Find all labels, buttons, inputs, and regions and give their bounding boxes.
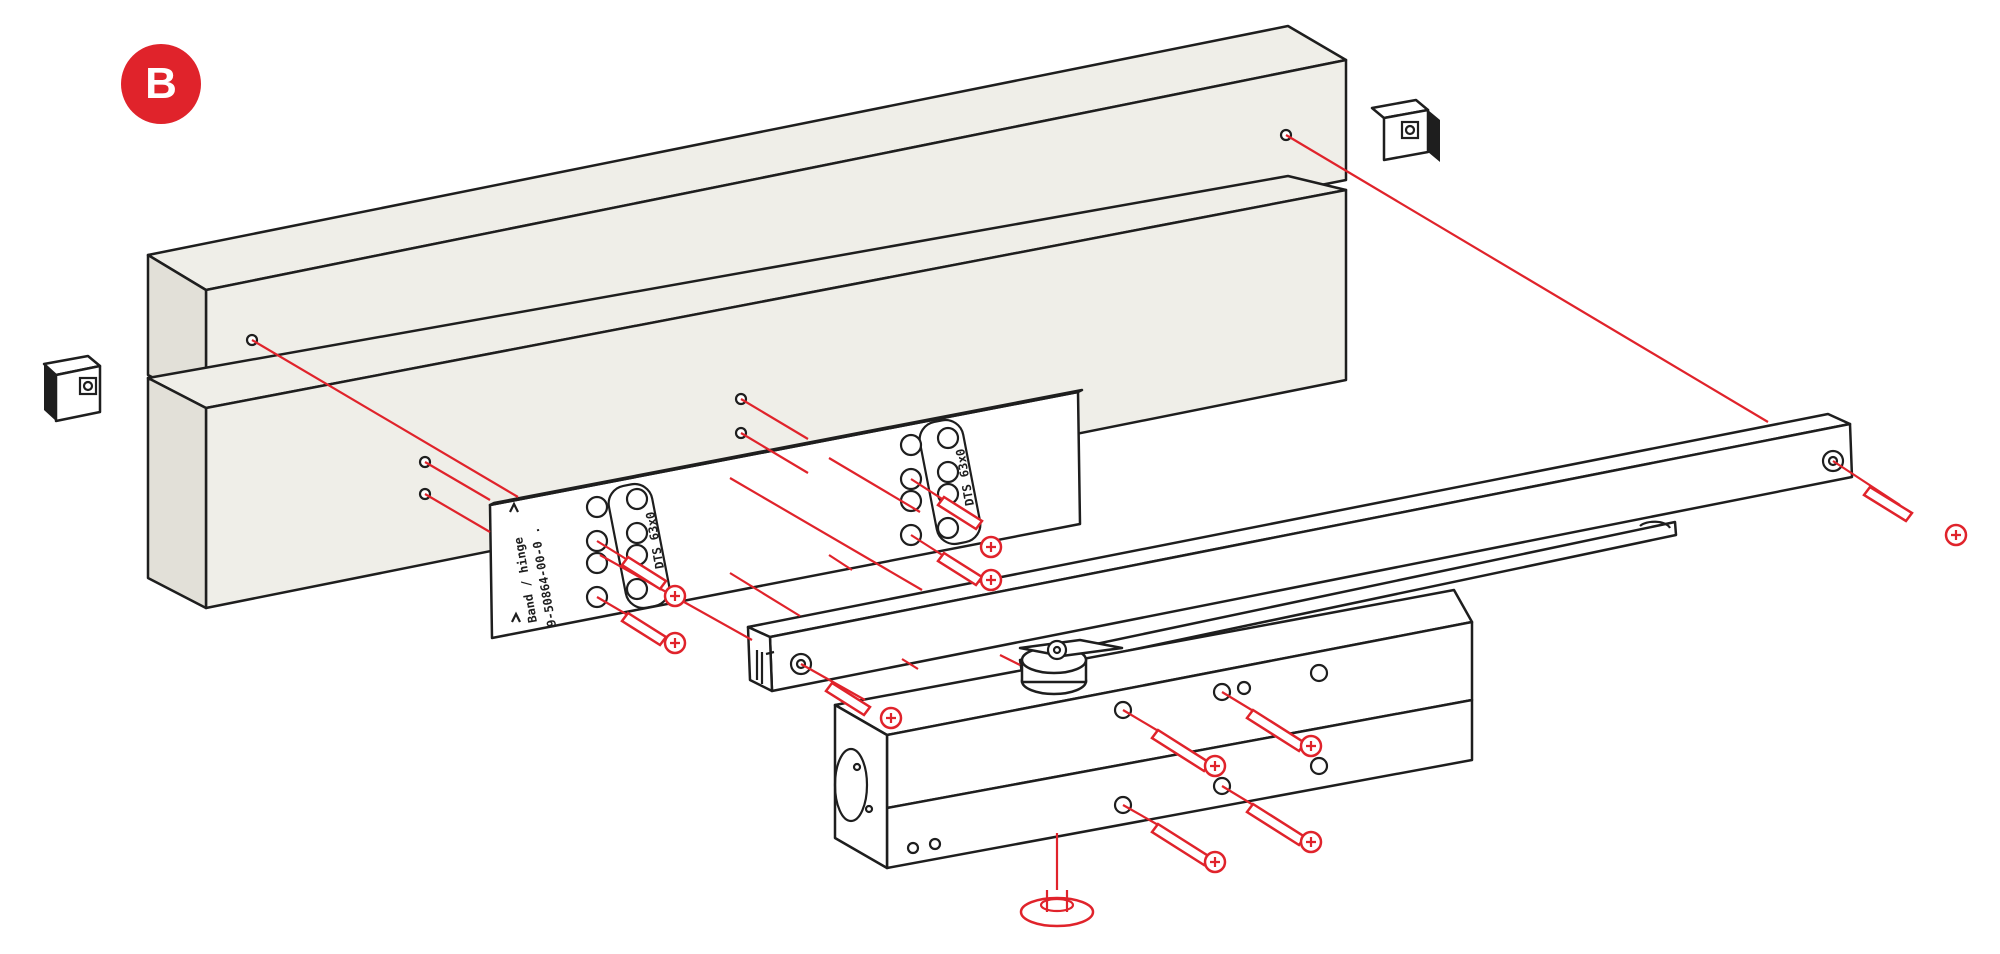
door-closer-body (833, 588, 1474, 870)
end-cap-icon (1370, 98, 1440, 162)
plate-hole-group-right (899, 418, 982, 547)
screw-icon (1221, 785, 1323, 854)
screw-icon (1122, 709, 1227, 778)
plate-hole-group-left (585, 482, 671, 610)
screw-icon (910, 478, 1003, 559)
screw-icon (596, 596, 687, 655)
screw-icon (910, 534, 1003, 592)
adjuster-nut-icon (1019, 890, 1095, 928)
step-badge: B (121, 44, 201, 124)
screw-icon (1832, 460, 1968, 547)
screw-icon (1122, 804, 1227, 874)
screw-icon (596, 540, 687, 608)
screws (596, 460, 1968, 928)
screw-icon (800, 663, 903, 730)
screw-icon (1221, 691, 1323, 758)
end-cap-icon (42, 354, 102, 423)
assembly-guide-lines (251, 134, 1769, 890)
slide-rail (746, 412, 1854, 693)
